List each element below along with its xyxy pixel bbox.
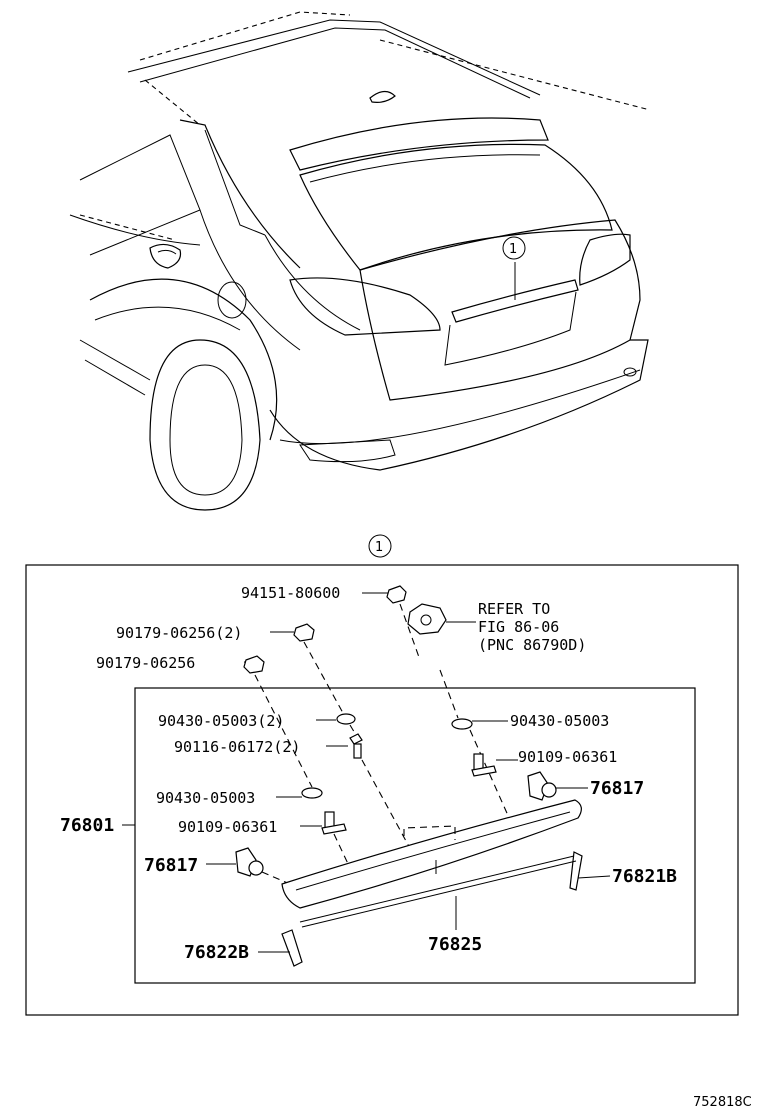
bolt-90116 bbox=[326, 733, 413, 853]
label-76822B: 76822B bbox=[184, 942, 249, 963]
stud-90109-left bbox=[300, 811, 351, 869]
label-94151-80600: 94151-80600 bbox=[241, 584, 340, 602]
label-90430-05003-right: 90430-05003 bbox=[510, 712, 609, 730]
vehicle-rear-illustration: 1 bbox=[69, 11, 651, 511]
clip-76817-left bbox=[206, 847, 291, 885]
label-76817-left: 76817 bbox=[144, 855, 198, 876]
washer-90430-qty2 bbox=[316, 713, 357, 736]
garnish-76801 bbox=[281, 799, 582, 909]
label-90179-06256-qty2: 90179-06256(2) bbox=[116, 624, 242, 642]
label-76825: 76825 bbox=[428, 934, 482, 955]
label-76817-right: 76817 bbox=[590, 778, 644, 799]
seal-76821B bbox=[569, 851, 611, 891]
callout-number-top: 1 bbox=[509, 242, 517, 257]
refer-line-3: (PNC 86790D) bbox=[478, 636, 586, 654]
outer-frame bbox=[25, 564, 739, 1016]
label-76821B: 76821B bbox=[612, 866, 677, 887]
washer-90430-right bbox=[439, 669, 511, 821]
nut-90179-qty2 bbox=[270, 623, 344, 714]
label-90116-06172-qty2: 90116-06172(2) bbox=[174, 738, 300, 756]
refer-line-1: REFER TO bbox=[478, 600, 550, 618]
label-90179-06256: 90179-06256 bbox=[96, 654, 195, 672]
seal-76822B bbox=[258, 929, 303, 967]
camera-assembly bbox=[399, 603, 476, 661]
label-76801: 76801 bbox=[60, 815, 114, 836]
stud-90109-right bbox=[471, 753, 518, 777]
label-90109-06361-right: 90109-06361 bbox=[518, 748, 617, 766]
washer-90430-left bbox=[276, 787, 323, 799]
label-90430-05003-left: 90430-05003 bbox=[156, 789, 255, 807]
strip-76825 bbox=[299, 855, 577, 930]
nut-94151 bbox=[362, 585, 407, 604]
catalog-id: 752818C bbox=[693, 1095, 752, 1110]
label-90430-05003-qty2: 90430-05003(2) bbox=[158, 712, 284, 730]
refer-line-2: FIG 86-06 bbox=[478, 618, 559, 636]
clip-76817-right bbox=[527, 771, 588, 801]
callout-number-detail: 1 bbox=[375, 540, 383, 555]
inner-frame bbox=[134, 687, 696, 984]
nut-90179 bbox=[243, 655, 313, 788]
label-90109-06361-left: 90109-06361 bbox=[178, 818, 277, 836]
